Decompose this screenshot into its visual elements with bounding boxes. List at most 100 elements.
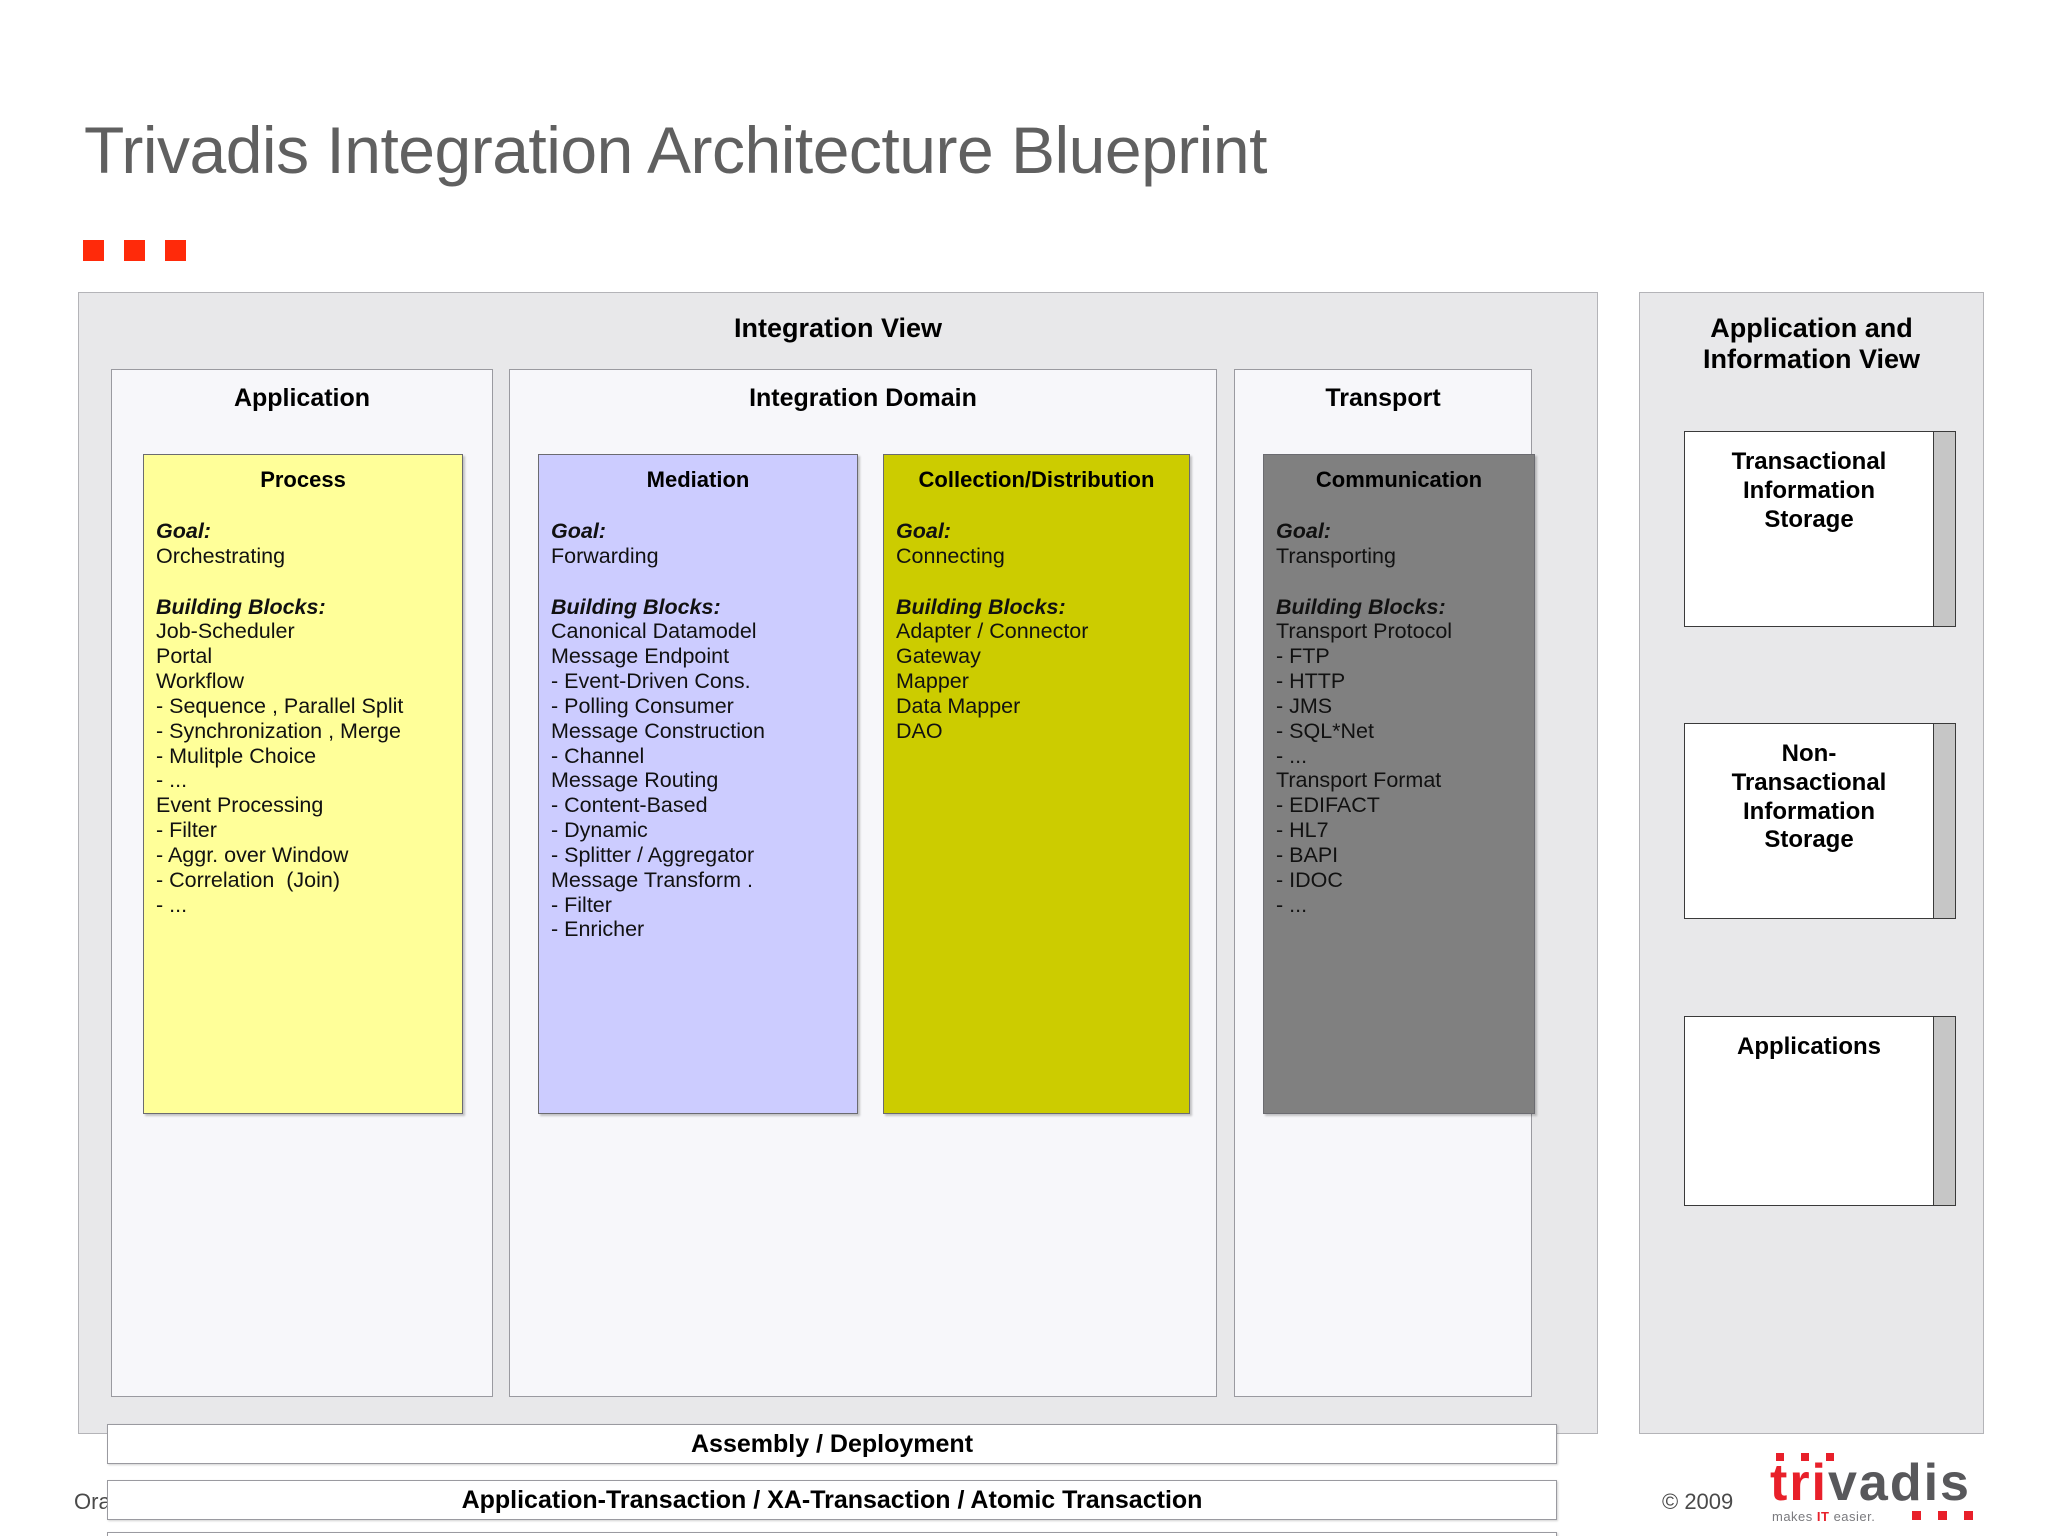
logo-square-3: [1964, 1511, 1973, 1520]
logo-dot-2: [1801, 1453, 1809, 1461]
building-block-process[interactable]: Process Goal: Orchestrating Building Blo…: [143, 454, 463, 1114]
building-block-item: - Mulitple Choice: [156, 743, 317, 768]
building-block-item: Message Endpoint: [551, 644, 730, 669]
logo-dot-3: [1826, 1453, 1834, 1461]
building-block-item: - Sequence , Parallel Split: [156, 693, 404, 718]
domain-column-integration-domain: Integration Domain Mediation Goal: Forwa…: [509, 369, 1217, 1397]
building-block-body: Goal: Connecting Building Blocks: Adapte…: [896, 493, 1177, 744]
building-block-item: - ...: [156, 768, 188, 793]
building-block-item: Adapter / Connector: [896, 619, 1089, 644]
building-block-item: - ...: [1276, 892, 1308, 917]
building-block-item: - ...: [1276, 743, 1308, 768]
building-block-mediation[interactable]: Mediation Goal: Forwarding Building Bloc…: [538, 454, 858, 1114]
logo-dot-1: [1776, 1453, 1784, 1461]
integration-view-panel: Integration View Application Process Goa…: [78, 292, 1598, 1536]
building-block-item: Event Processing: [156, 793, 324, 818]
accent-square-3: [165, 240, 186, 261]
logo-square-1: [1912, 1511, 1921, 1520]
building-block-item: - Filter: [551, 892, 612, 917]
building-block-item: Portal: [156, 644, 213, 669]
logo-square-row: [1912, 1511, 1973, 1520]
building-block-item: Data Mapper: [896, 693, 1021, 718]
goal-label: Goal:: [1276, 519, 1331, 543]
building-block-title: Collection/Distribution: [918, 467, 1155, 492]
logo-square-2: [1938, 1511, 1947, 1520]
goal-value: Forwarding: [551, 543, 659, 568]
logo-wordmark: trivadis: [1770, 1457, 1971, 1509]
building-block-item: - HTTP: [1276, 669, 1346, 694]
building-block-item: - HL7: [1276, 818, 1329, 843]
building-block-item: Canonical Datamodel: [551, 619, 757, 644]
application-information-view-panel: Application and Information View Transac…: [1639, 292, 1984, 1434]
aiv-title-line-2: Information View: [1702, 344, 1921, 375]
blocks-label: Building Blocks:: [156, 594, 326, 619]
domain-column-title: Transport: [1325, 384, 1441, 412]
building-block-title: Mediation: [646, 467, 750, 492]
goal-label: Goal:: [156, 519, 211, 543]
building-block-item: Message Routing: [551, 768, 719, 793]
accent-square-1: [83, 240, 104, 261]
domain-column-title: Application: [233, 384, 371, 412]
building-block-item: - Dynamic: [551, 818, 648, 843]
box-front-face: Applications: [1684, 1016, 1934, 1206]
blocks-label: Building Blocks:: [551, 594, 721, 619]
accent-square-2: [124, 240, 145, 261]
building-block-item-list: Transport Protocol- FTP- HTTP- JMS- SQL*…: [1276, 619, 1522, 917]
building-block-collection-distribution[interactable]: Collection/Distribution Goal: Connecting…: [883, 454, 1190, 1114]
trivadis-logo: trivadis makes IT easier.: [1770, 1453, 1990, 1525]
logo-tagline: makes IT easier.: [1772, 1509, 1875, 1524]
blocks-label: Building Blocks:: [1276, 594, 1446, 619]
goal-value: Connecting: [896, 543, 1005, 568]
cross-cutting-bar-assembly-deployment[interactable]: Assembly / Deployment: [107, 1424, 1557, 1464]
aiv-title-line-1: Application and: [1710, 313, 1913, 343]
logo-dot-row: [1776, 1453, 1834, 1461]
building-block-item: - FTP: [1276, 644, 1330, 669]
building-block-item: Job-Scheduler: [156, 619, 295, 644]
box-top-face: [1684, 998, 1956, 1017]
building-block-body: Goal: Orchestrating Building Blocks: Job…: [156, 493, 450, 917]
box-side-face: [1934, 723, 1956, 919]
building-block-item: Mapper: [896, 669, 969, 694]
logo-wordmark-red: tri: [1770, 1454, 1828, 1512]
box-side-face: [1934, 431, 1956, 627]
logo-tagline-pre: makes: [1772, 1509, 1817, 1524]
building-block-item: Gateway: [896, 644, 981, 669]
logo-tagline-accent: IT: [1816, 1509, 1830, 1524]
cross-cutting-bar-security-management[interactable]: Security / Management: [107, 1532, 1557, 1536]
building-block-item: Message Construction: [551, 718, 765, 743]
logo-tagline-post: easier.: [1829, 1509, 1876, 1524]
domain-column-application: Application Process Goal: Orchestrating …: [111, 369, 493, 1397]
domain-column-transport: Transport Communication Goal: Transporti…: [1234, 369, 1535, 1397]
footer-copyright: © 2009: [1662, 1489, 1734, 1514]
building-block-item: - Polling Consumer: [551, 693, 734, 718]
goal-label: Goal:: [551, 519, 606, 543]
building-block-item: Message Transform .: [551, 867, 753, 892]
building-block-item: - SQL*Net: [1276, 718, 1374, 743]
building-block-title: Communication: [1315, 467, 1483, 492]
application-information-view-title: Application and Information View: [1640, 313, 1983, 375]
goal-value: Transporting: [1276, 543, 1396, 568]
building-block-item: Workflow: [156, 669, 245, 694]
building-block-body: Goal: Forwarding Building Blocks: Canoni…: [551, 493, 845, 942]
building-block-item: - Event-Driven Cons.: [551, 669, 751, 694]
building-block-item: - Channel: [551, 743, 645, 768]
building-block-item: - Synchronization , Merge: [156, 718, 401, 743]
storage-box-label: Applications: [1736, 1033, 1881, 1060]
building-block-item: - Aggr. over Window: [156, 842, 349, 867]
building-block-item: Transport Protocol: [1276, 619, 1453, 644]
cross-cutting-bar-transactions[interactable]: Application-Transaction / XA-Transaction…: [107, 1480, 1557, 1520]
building-block-communication[interactable]: Communication Goal: Transporting Buildin…: [1263, 454, 1535, 1114]
box-top-face: [1684, 705, 1956, 724]
goal-label: Goal:: [896, 519, 951, 543]
building-block-item: Transport Format: [1276, 768, 1442, 793]
box-side-face: [1934, 1016, 1956, 1206]
building-block-item: - Content-Based: [551, 793, 708, 818]
building-block-item: - EDIFACT: [1276, 793, 1380, 818]
